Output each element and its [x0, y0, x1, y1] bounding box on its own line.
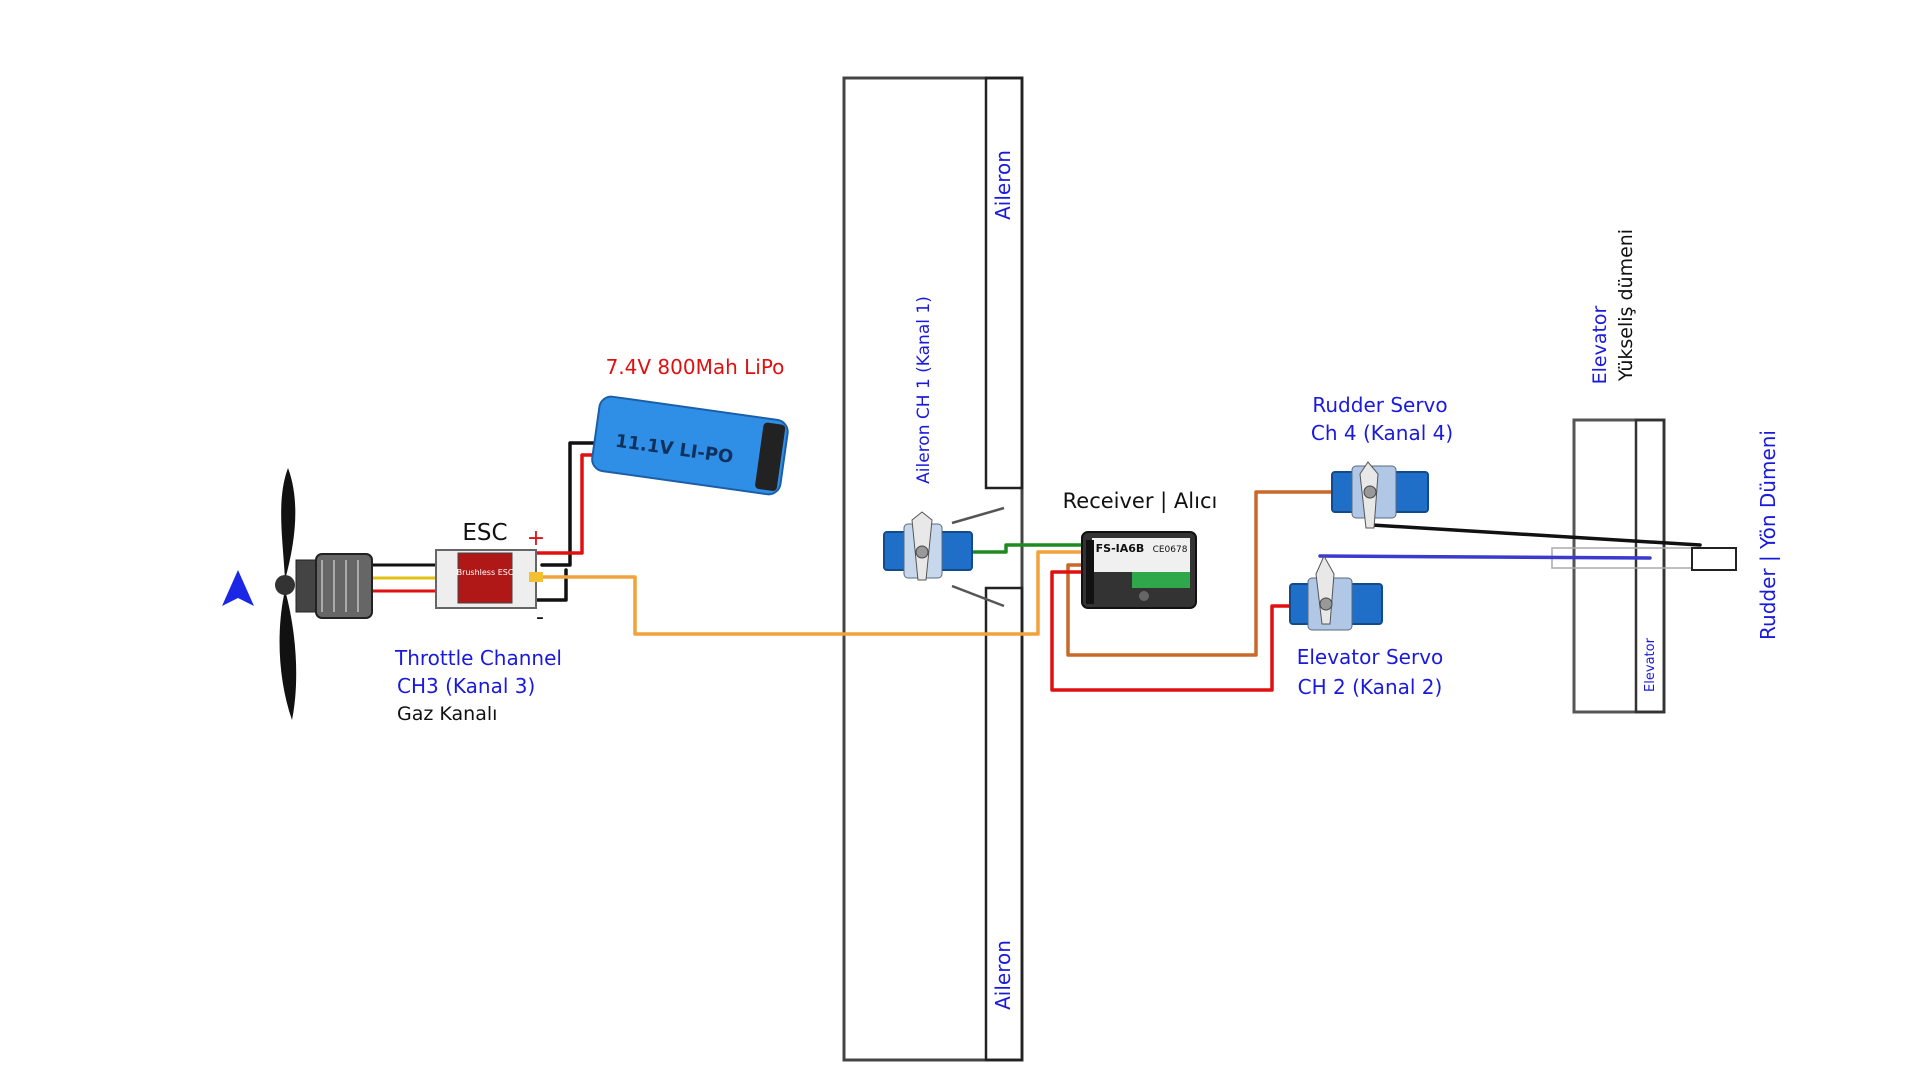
esc-signal-connector — [529, 572, 543, 582]
aileron-pushrod-top — [951, 506, 1005, 525]
aileron-bottom-surface — [984, 586, 1024, 1062]
elevator-servo-label-1: Elevator Servo — [1297, 645, 1444, 669]
rudder-pushrod — [1370, 523, 1702, 547]
esc-print: Brushless ESC — [457, 568, 514, 577]
battery-end-cap — [755, 422, 786, 491]
aileron-top-surface — [984, 76, 1024, 490]
throttle-label-3: Gaz Kanalı — [397, 703, 497, 725]
receiver-pins — [1086, 540, 1094, 604]
esc-negative-wire — [534, 568, 568, 602]
aileron-bottom-label: Aileron — [991, 940, 1015, 1010]
rudder-signal-wire — [1066, 490, 1337, 657]
propeller-hub — [275, 575, 295, 595]
motor-icon — [295, 559, 317, 613]
receiver-label: Receiver | Alıcı — [1063, 489, 1218, 514]
aileron-servo-spline — [915, 545, 929, 559]
wing-outline — [842, 76, 1024, 1062]
battery-negative-wire — [540, 441, 612, 567]
receiver-ce: CE0678 — [1153, 545, 1188, 555]
rudder-servo-spline — [1363, 485, 1377, 499]
aileron-signal-wire — [972, 543, 1086, 554]
esc-label: ESC — [462, 520, 507, 546]
elevator-surface-label: Elevator — [1643, 637, 1658, 692]
tail: Elevator Elevator Yükseliş dümeni Rudder… — [1551, 229, 1780, 714]
rudder-title: Rudder | Yön Dümeni — [1756, 430, 1780, 640]
aileron-servo-label: Aileron CH 1 (Kanal 1) — [914, 296, 934, 484]
throttle-signal-wire — [533, 550, 1084, 636]
throttle-label-2: CH3 (Kanal 3) — [397, 674, 535, 698]
receiver-green-panel — [1132, 572, 1190, 588]
propeller-icon — [281, 468, 296, 580]
battery: 11.1V LI-PO — [591, 395, 789, 496]
elevator-servo-spline — [1319, 597, 1333, 611]
propeller-blade-lower — [279, 590, 297, 720]
wing: Aileron Aileron Aileron CH 1 (Kanal 1) — [842, 76, 1024, 1062]
elevator-servo-label-2: CH 2 (Kanal 2) — [1298, 675, 1443, 699]
receiver-label-panel — [1092, 538, 1190, 572]
elevator-title: Elevator — [1589, 305, 1611, 384]
plus-sign: + — [527, 526, 545, 551]
propeller-motor — [222, 468, 373, 720]
elevator-servo: Elevator Servo CH 2 (Kanal 2) — [1289, 554, 1444, 699]
wires — [370, 441, 1702, 692]
rudder-servo-label-2: Ch 4 (Kanal 4) — [1311, 421, 1453, 445]
aileron-pushrod-bottom — [951, 584, 1005, 608]
aileron-servo — [883, 511, 973, 581]
receiver-logo — [1139, 591, 1149, 601]
aileron-top-label: Aileron — [991, 150, 1015, 220]
motor-bell — [315, 553, 373, 619]
elevator-surface — [1634, 418, 1666, 714]
esc-label-sticker — [457, 552, 513, 604]
battery-icon — [591, 395, 789, 496]
elevator-signal-wire — [1050, 570, 1302, 692]
rudder-surface — [1691, 547, 1737, 571]
battery-label: 7.4V 800Mah LiPo — [606, 355, 785, 379]
elevator-title-tr: Yükseliş dümeni — [1615, 229, 1637, 382]
minus-sign: - — [536, 605, 544, 630]
arrow-up-icon — [222, 570, 254, 606]
elevator-pushrod — [1318, 554, 1652, 560]
throttle-label-1: Throttle Channel — [394, 646, 562, 670]
esc: Brushless ESC ESC + - — [435, 520, 545, 630]
rudder-servo-label-1: Rudder Servo — [1312, 393, 1447, 417]
receiver: FS-IA6B CE0678 Receiver | Alıcı — [1063, 489, 1218, 609]
receiver-print: FS-IA6B — [1096, 542, 1145, 555]
rudder-servo: Rudder Servo Ch 4 (Kanal 4) — [1311, 393, 1453, 529]
